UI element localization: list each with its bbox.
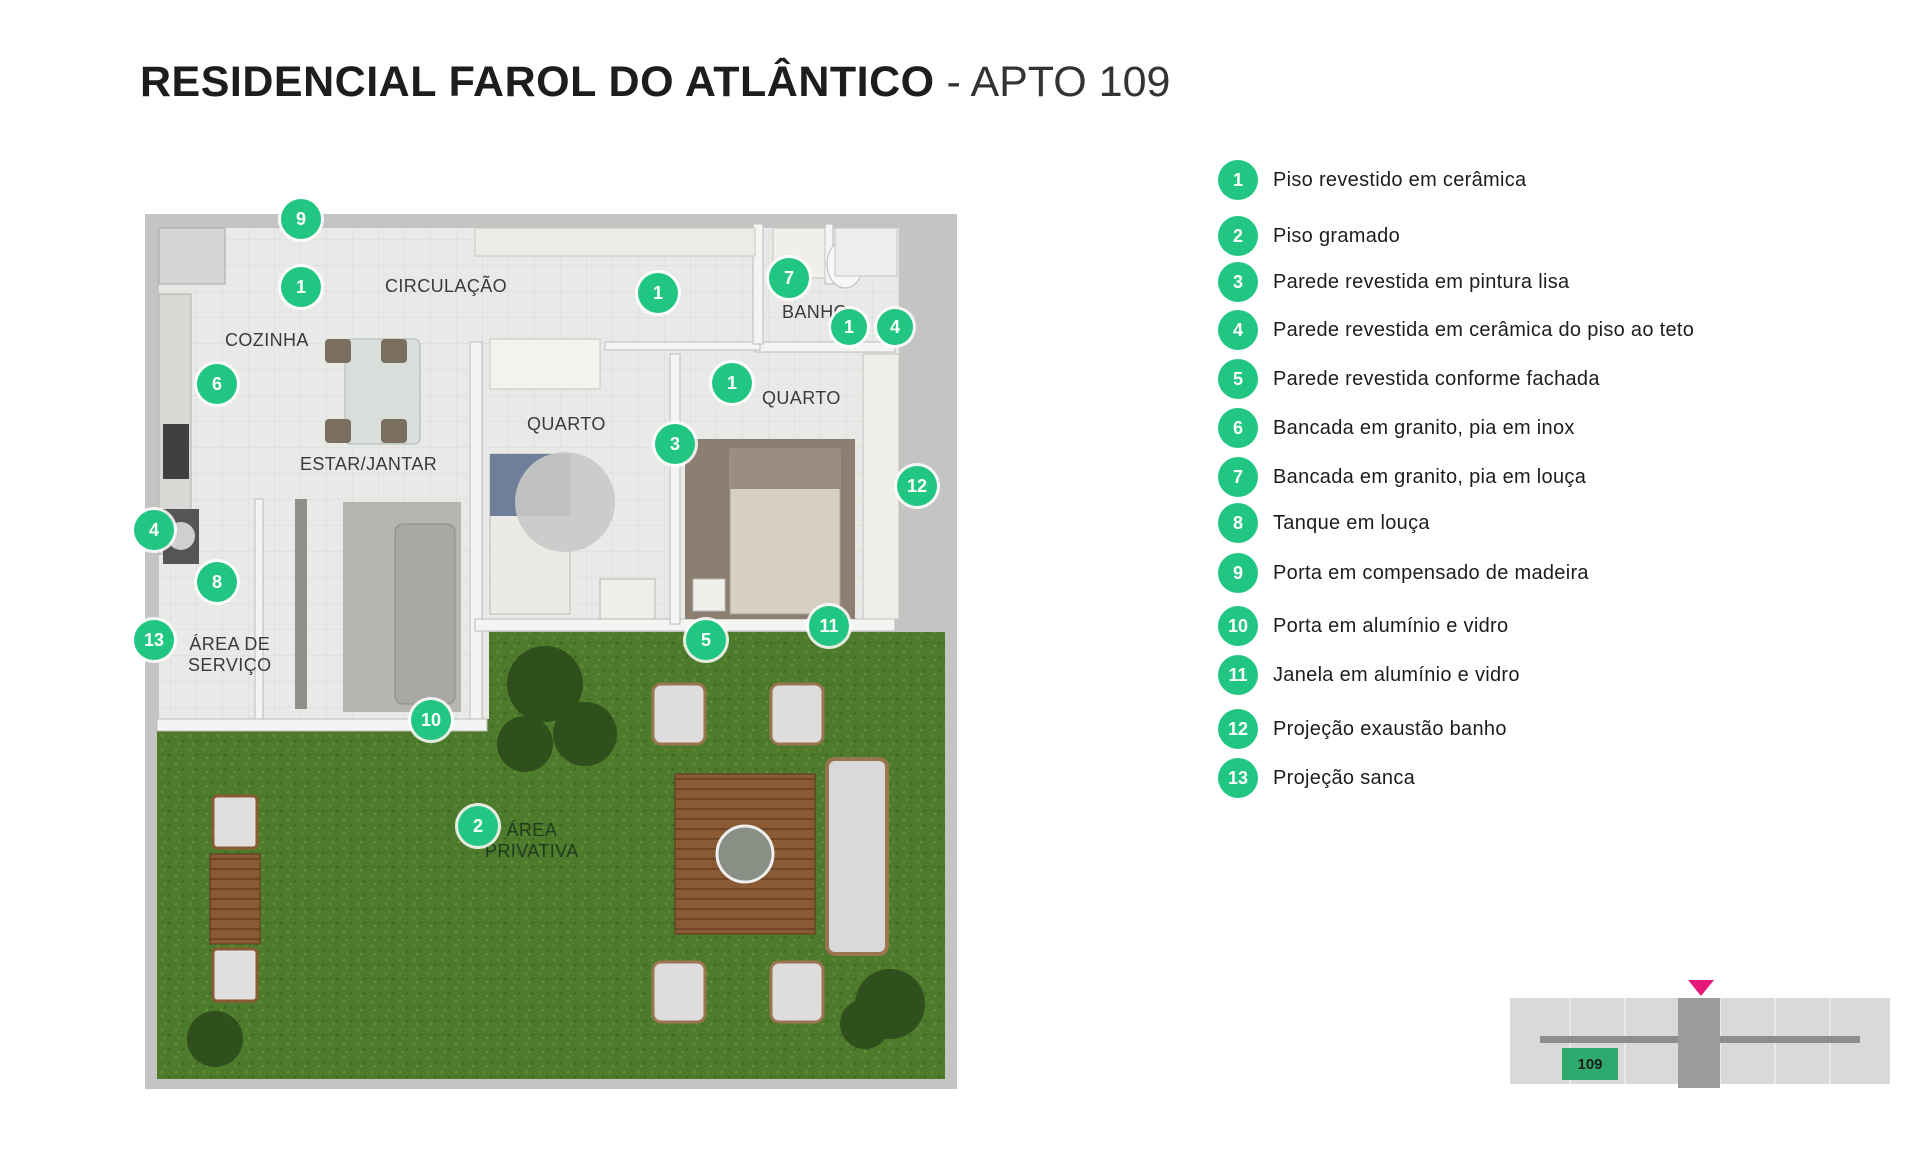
legend-item: 12 Projeção exaustão banho (1218, 709, 1507, 749)
legend-marker: 5 (1218, 359, 1258, 399)
shower (834, 227, 898, 277)
fridge (158, 227, 226, 285)
dining-table (344, 338, 421, 445)
round-rug (515, 452, 615, 552)
legend-item: 13 Projeção sanca (1218, 758, 1415, 798)
key-map-location-pointer (1688, 980, 1714, 996)
plan-marker-8: 8 (197, 562, 237, 602)
legend-text: Bancada em granito, pia em louça (1273, 465, 1587, 488)
room-label-banho: BANHO (782, 302, 849, 322)
key-map-unit-highlight (1562, 1048, 1618, 1080)
room-label-area-privativa-line1: ÁREA (506, 820, 558, 840)
room-label-area-privativa: ÁREA PRIVATIVA (485, 820, 579, 862)
legend-text: Projeção sanca (1273, 766, 1416, 789)
building-key-map: 109 (1510, 980, 1890, 1090)
nightstand (692, 578, 726, 612)
legend-marker: 11 (1218, 655, 1258, 695)
legend-marker: 3 (1218, 262, 1258, 302)
room-label-area-privativa-line2: PRIVATIVA (485, 841, 579, 861)
title-building: RESIDENCIAL FAROL DO ATLÂNTICO (140, 58, 935, 106)
plan-marker-12: 12 (897, 466, 937, 506)
legend-marker: 13 (1218, 758, 1258, 798)
tv-panel (295, 499, 307, 709)
plan-marker-5: 5 (686, 620, 726, 660)
legend-text: Piso gramado (1273, 224, 1400, 247)
legend-item: 11 Janela em alumínio e vidro (1218, 655, 1520, 695)
legend-item: 3 Parede revestida em pintura lisa (1218, 262, 1569, 302)
cooktop (163, 424, 189, 479)
title-apartment: - APTO 109 (946, 58, 1171, 106)
plan-marker-1-quarto: 1 (712, 363, 752, 403)
plan-marker-7: 7 (769, 258, 809, 298)
legend-item: 1 Piso revestido em cerâmica (1218, 160, 1526, 200)
legend-item: 5 Parede revestida conforme fachada (1218, 359, 1600, 399)
legend-text: Parede revestida conforme fachada (1273, 367, 1600, 390)
legend-marker: 1 (1218, 160, 1258, 200)
plan-marker-4-servico: 4 (134, 510, 174, 550)
plan-marker-11: 11 (809, 606, 849, 646)
room-label-estar-jantar: ESTAR/JANTAR (300, 454, 438, 474)
legend-text: Piso revestido em cerâmica (1273, 168, 1527, 191)
legend-marker: 6 (1218, 408, 1258, 448)
legend-marker: 9 (1218, 553, 1258, 593)
plan-marker-2: 2 (458, 806, 498, 846)
legend-text: Projeção exaustão banho (1273, 717, 1507, 740)
legend-item: 4 Parede revestida em cerâmica do piso a… (1218, 310, 1694, 350)
legend-text: Tanque em louça (1273, 511, 1430, 534)
key-map-unit-label: 109 (1577, 1055, 1603, 1073)
small-garden-table (209, 853, 261, 945)
legend-text: Porta em alumínio e vidro (1273, 614, 1509, 637)
plan-marker-3: 3 (655, 424, 695, 464)
plan-marker-1-circulacao: 1 (638, 273, 678, 313)
plan-marker-1-banho: 1 (831, 309, 867, 345)
sofa (394, 523, 456, 705)
floor-plan: CIRCULAÇÃO COZINHA BANHO QUARTO QUARTO E… (134, 199, 957, 1089)
legend-marker: 8 (1218, 503, 1258, 543)
plan-marker-9: 9 (281, 199, 321, 239)
legend-item: 2 Piso gramado (1218, 216, 1400, 256)
room-label-area-servico-line1: ÁREA DE (189, 634, 271, 654)
plan-marker-10: 10 (411, 700, 451, 740)
wardrobe-2 (862, 353, 900, 620)
legend-marker: 2 (1218, 216, 1258, 256)
page-title: RESIDENCIAL FAROL DO ATLÂNTICO - APTO 10… (140, 52, 1170, 112)
legend-text: Janela em alumínio e vidro (1273, 663, 1520, 686)
garden-sofa (825, 757, 889, 956)
plan-marker-13: 13 (134, 620, 174, 660)
legend-text: Parede revestida em pintura lisa (1273, 270, 1570, 293)
legend-item: 7 Bancada em granito, pia em louça (1218, 457, 1586, 497)
room-label-circulacao: CIRCULAÇÃO (385, 276, 508, 296)
room-label-quarto-2: QUARTO (527, 414, 606, 434)
room-label-area-servico-line2: SERVIÇO (188, 655, 272, 675)
legend-marker: 10 (1218, 606, 1258, 646)
plan-marker-1-cozinha: 1 (281, 267, 321, 307)
legend-item: 6 Bancada em granito, pia em inox (1218, 408, 1575, 448)
plan-marker-6: 6 (197, 364, 237, 404)
legend-item: 8 Tanque em louça (1218, 503, 1430, 543)
legend-text: Porta em compensado de madeira (1273, 561, 1589, 584)
legend-text: Parede revestida em cerâmica do piso ao … (1273, 318, 1695, 341)
legend-marker: 12 (1218, 709, 1258, 749)
legend-marker: 4 (1218, 310, 1258, 350)
legend-text: Bancada em granito, pia em inox (1273, 416, 1575, 439)
legend-item: 10 Porta em alumínio e vidro (1218, 606, 1508, 646)
wardrobe-1 (489, 338, 601, 390)
room-label-quarto-1: QUARTO (762, 388, 841, 408)
legend-item: 9 Porta em compensado de madeira (1218, 553, 1589, 593)
room-label-area-servico: ÁREA DE SERVIÇO (188, 634, 272, 676)
legend-marker: 7 (1218, 457, 1258, 497)
key-map-core (1678, 998, 1720, 1088)
plan-marker-4-banho: 4 (877, 309, 913, 345)
desk (599, 578, 656, 620)
key-map-drawing (1510, 980, 1890, 1088)
room-label-cozinha: COZINHA (225, 330, 309, 350)
circulation-shelf (474, 227, 756, 257)
